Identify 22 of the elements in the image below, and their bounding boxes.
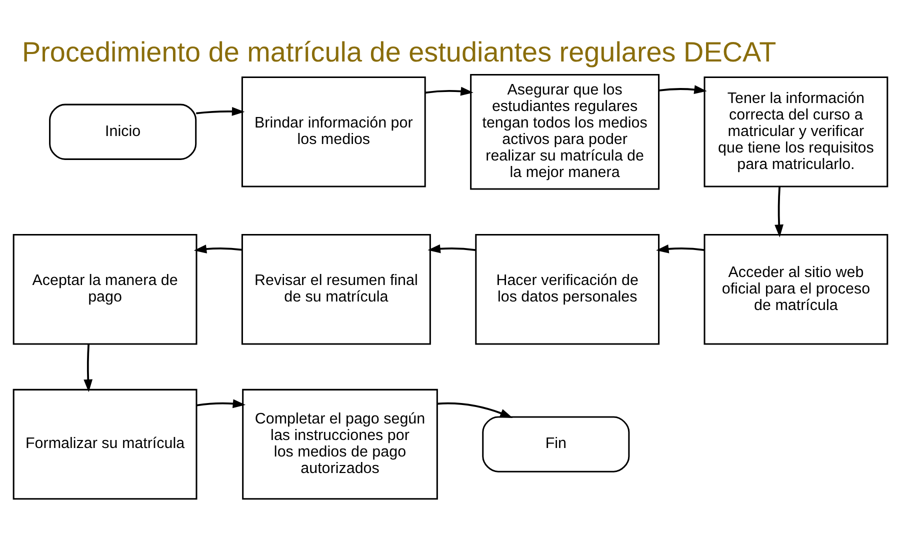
arrow	[196, 106, 245, 116]
arrow	[84, 344, 93, 392]
arrow	[194, 244, 242, 254]
node-box: Brindar información por los medios	[241, 76, 426, 188]
node-box: Formalizar su matrícula	[12, 388, 198, 500]
node-box: Revisar el resumen final de su matrícula	[241, 234, 431, 345]
node-box: Aceptar la manera de pago	[12, 234, 198, 345]
node-box: Hacer verificación de los datos personales	[475, 234, 660, 345]
node-box: Asegurar que los estudiantes regulares tengan todos los medios activos para poder realizar su matrícula de la mejor manera	[470, 74, 660, 190]
arrow	[437, 402, 513, 418]
arrow	[659, 85, 707, 94]
diagram-title: Procedimiento de matrícula de estudiantes regulares DECAT	[22, 36, 776, 68]
arrow	[428, 244, 476, 254]
node-box: Tener la información correcta del curso a matricular y verificar que tiene los requisitos para matricularlo.	[704, 76, 888, 188]
node-box: Completar el pago según las instrucciones por los medios de pago autorizados	[242, 388, 438, 500]
arrow	[425, 86, 474, 96]
node-box: Fin	[482, 416, 630, 472]
arrow	[196, 399, 246, 408]
arrow	[656, 244, 705, 254]
arrow	[774, 186, 784, 238]
node-box: Inicio	[49, 104, 197, 160]
node-box: Acceder al sitio web oficial para el proceso de matrícula	[704, 234, 888, 345]
